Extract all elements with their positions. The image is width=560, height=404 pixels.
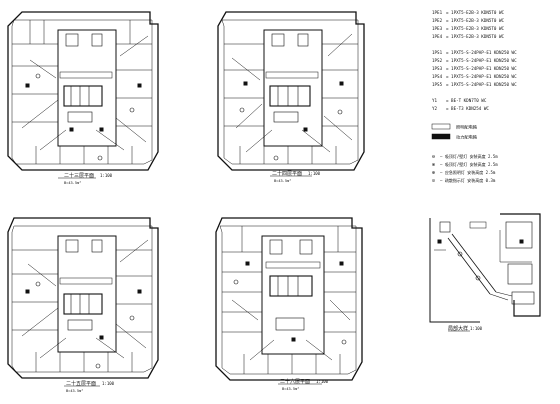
floor-plan-2[interactable] (217, 11, 365, 177)
plan-4-scale: 1:100 (316, 379, 329, 384)
legend-a1-code: 1PE1 (432, 10, 443, 15)
legend-symbol-2-text: — 吸顶灯/壁灯 安装高度 2.5m (440, 161, 498, 167)
floor-plan-4[interactable] (215, 217, 363, 385)
floor-plan-1[interactable] (7, 11, 159, 179)
legend-b1-text: = 1PXT5-S-24PAP-E1 KDN250 WC (446, 50, 517, 55)
legend-symbol-3-text: — 应急照明灯 安装高度 2.5m (440, 169, 496, 175)
legend-a1-text: = 1PXT5-E2B-3 KDN5T0 WC (446, 10, 504, 15)
plan-1-scale: 1:100 (100, 173, 113, 178)
legend-symbol-3-icon: ⊕ (432, 170, 435, 176)
legend-group-a: 1PE1 = 1PXT5-E2B-3 KDN5T0 WC 1PE2 = 1PXT… (432, 10, 504, 39)
legend-b4-code: 1PS4 (432, 74, 443, 79)
plan-5-scale: 1:100 (470, 326, 483, 331)
legend-c1-code: Y1 (432, 98, 438, 103)
legend-b2-text: = 1PXT5-S-24PAP-E1 KDN250 WC (446, 58, 517, 63)
legend-a3-text: = 1PXT5-E2B-3 KDN5T0 WC (446, 26, 504, 31)
plan-3-scale: 1:100 (102, 381, 115, 386)
legend-symbols: ⊖ — 吸顶灯/壁灯 安装高度 2.5m ⊗ — 吸顶灯/壁灯 安装高度 2.5… (432, 153, 498, 184)
legend-b5-text: = 1PXT5-S-24PAP-E1 KDN250 WC (446, 82, 517, 87)
legend-b3-text: = 1PXT5-S-24PAP-E1 KDN250 WC (446, 66, 517, 71)
legend-group-c: Y1 = BE-T KDN7T0 WC Y2 = BE-T3 KDN254 WC (432, 98, 489, 111)
legend-b2-code: 1PS2 (432, 58, 443, 63)
plan-titles: 二十三层平面 1:100 B=43.5m² 二十四层平面 1:100 B=43.… (64, 170, 483, 393)
legend-b5-code: 1PS5 (432, 82, 443, 87)
plan-2-scale: 1:100 (308, 171, 321, 176)
legend-boxes: 照明配电箱 动力配电箱 (431, 124, 477, 141)
legend-a2-text: = 1PXT5-E2B-3 KDN5T0 WC (446, 18, 504, 23)
floor-plan-5-detail[interactable] (429, 213, 541, 332)
legend-a4-code: 1PE4 (432, 34, 443, 39)
plan-1-note: B=43.5m² (64, 181, 81, 185)
legend-symbol-4-icon: ⊝ (432, 178, 435, 184)
legend-symbol-4-text: — 疏散指示灯 安装高度 0.3m (440, 177, 496, 183)
legend-symbol-2-icon: ⊗ (432, 162, 435, 168)
legend-box-2-label: 动力配电箱 (456, 134, 477, 141)
legend-b3-code: 1PS3 (432, 66, 443, 71)
legend-symbol-1-icon: ⊖ (432, 154, 435, 160)
legend-a4-text: = 1PXT5-E2B-3 KDN5T0 WC (446, 34, 504, 39)
legend-a2-code: 1PE2 (432, 18, 443, 23)
legend-box-1-label: 照明配电箱 (456, 124, 477, 131)
plan-2-note: B=43.5m² (274, 179, 291, 183)
floor-plan-3[interactable] (7, 217, 159, 387)
plan-2-title: 二十四层平面 (272, 170, 302, 177)
legend-symbol-1-text: — 吸顶灯/壁灯 安装高度 2.5m (440, 153, 498, 159)
legend: 1PE1 = 1PXT5-E2B-3 KDN5T0 WC 1PE2 = 1PXT… (431, 10, 517, 184)
plan-4-note: B=43.5m² (282, 387, 299, 391)
plan-4-title: 二十六层平面 (280, 378, 310, 385)
plan-3-title: 二十五层平面 (66, 380, 96, 387)
legend-c1-text: = BE-T KDN7T0 WC (446, 98, 487, 103)
plan-5-title: 局部大样 (448, 325, 468, 332)
legend-b1-code: 1PS1 (432, 50, 443, 55)
legend-c2-code: Y2 (432, 106, 438, 111)
legend-group-b: 1PS1 = 1PXT5-S-24PAP-E1 KDN250 WC 1PS2 =… (432, 50, 517, 87)
legend-c2-text: = BE-T3 KDN254 WC (446, 106, 489, 111)
legend-b4-text: = 1PXT5-S-24PAP-E1 KDN250 WC (446, 74, 517, 79)
plan-3-note: B=43.5m² (66, 389, 83, 393)
plan-1-title: 二十三层平面 (64, 172, 94, 179)
legend-a3-code: 1PE3 (432, 26, 443, 31)
